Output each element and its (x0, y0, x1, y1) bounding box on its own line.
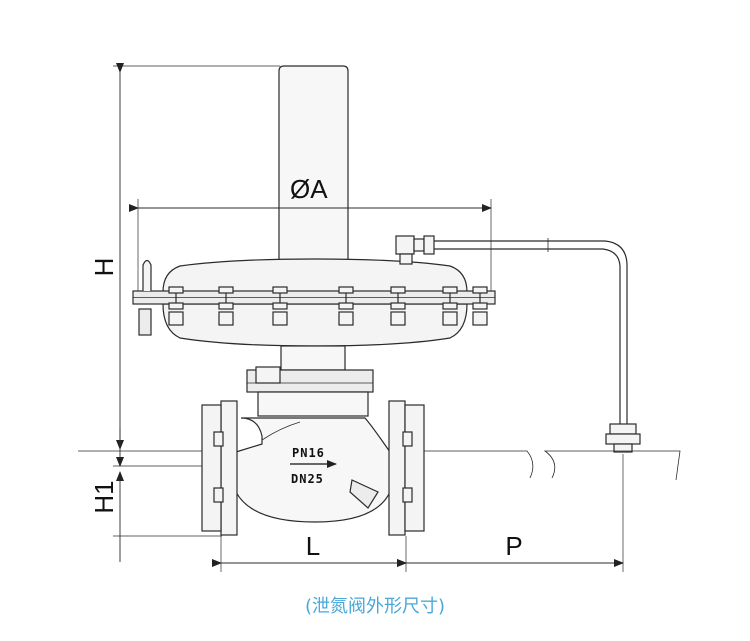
label-height-h: H (89, 258, 119, 277)
impulse-fitting (395, 235, 435, 265)
valve-seat (349, 479, 379, 509)
tube-connector (605, 423, 641, 453)
stem-housing (280, 345, 346, 371)
diaphragm-lower-cover (162, 303, 468, 347)
figure-caption: (泄氮阀外形尺寸) (304, 596, 446, 617)
lifting-lug (142, 259, 152, 291)
extension-lines (113, 65, 624, 572)
outlet-flange (388, 400, 425, 536)
inlet-flange (201, 400, 238, 536)
label-height-h1: H1 (89, 480, 119, 513)
spring-housing (278, 65, 349, 262)
diaphragm-upper-cover (162, 258, 468, 293)
pipe-centerline (78, 450, 681, 481)
label-diameter-a: ØA (290, 174, 328, 204)
marking-pressure: PN16 (292, 446, 325, 460)
valve-body (235, 417, 391, 523)
marking-size: DN25 (291, 472, 324, 486)
impulse-tube (434, 240, 628, 424)
flange-bolts (168, 286, 488, 326)
label-length-p: P (505, 531, 522, 561)
label-length-l: L (306, 531, 320, 561)
